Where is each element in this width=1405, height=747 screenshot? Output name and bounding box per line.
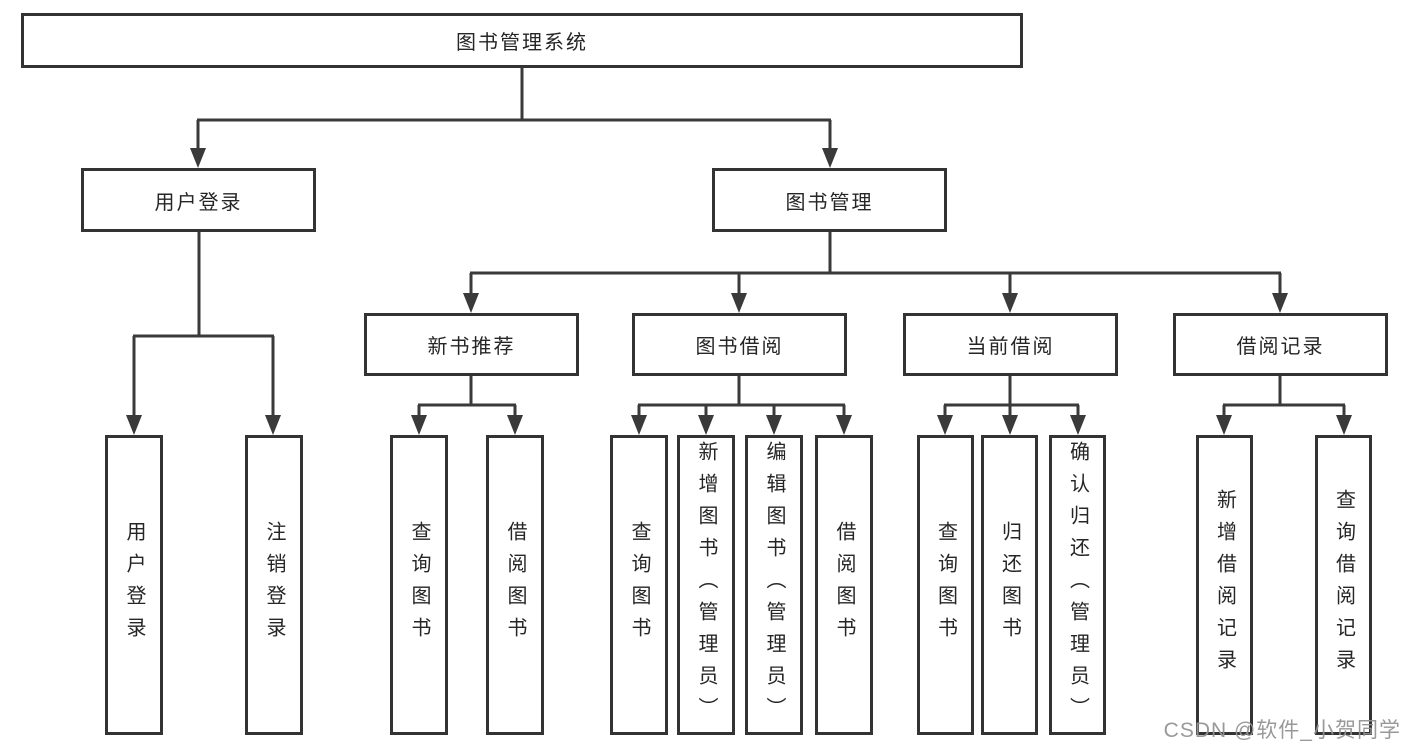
- leaf-borrow-books-label: 借阅图书: [833, 521, 855, 649]
- node-borrow-record-label: 借阅记录: [1236, 336, 1325, 358]
- leaf-confirm-return-admin-label: 确认归还（管理员）: [1066, 441, 1089, 729]
- leaf-user-login: 用户登录: [105, 435, 163, 735]
- connector-new-book-children: [417, 376, 517, 416]
- leaf-add-books-admin-label: 新增图书（管理员）: [695, 441, 717, 729]
- node-user-login: 用户登录: [81, 168, 316, 232]
- leaf-return-books: 归还图书: [981, 435, 1038, 735]
- leaf-add-borrow-record-label: 新增借阅记录: [1213, 489, 1236, 681]
- leaf-confirm-return-admin: 确认归还（管理员）: [1049, 435, 1106, 735]
- node-book-borrow: 图书借阅: [632, 313, 847, 376]
- connector-book-borrow-children: [637, 376, 846, 416]
- leaf-return-books-label: 归还图书: [998, 521, 1021, 649]
- node-new-book-recommend: 新书推荐: [364, 313, 579, 376]
- leaf-borrow-books: 借阅图书: [815, 435, 873, 735]
- leaf-logout-label: 注销登录: [263, 521, 285, 649]
- leaf-edit-books-admin: 编辑图书（管理员）: [745, 435, 803, 735]
- leaf-logout: 注销登录: [245, 435, 303, 735]
- leaf-newbook-query-books: 查询图书: [390, 435, 448, 735]
- node-current-borrow: 当前借阅: [903, 313, 1118, 376]
- leaf-current-query-books-label: 查询图书: [934, 521, 957, 649]
- connector-borrow-record-children: [1222, 376, 1346, 416]
- leaf-newbook-borrow-books-label: 借阅图书: [504, 521, 526, 649]
- node-book-borrow-label: 图书借阅: [695, 336, 784, 358]
- node-book-management-label: 图书管理: [785, 191, 874, 214]
- leaf-newbook-borrow-books: 借阅图书: [486, 435, 544, 735]
- leaf-user-login-label: 用户登录: [123, 521, 145, 649]
- node-user-login-label: 用户登录: [154, 191, 243, 214]
- node-current-borrow-label: 当前借阅: [966, 336, 1055, 358]
- node-new-book-recommend-label: 新书推荐: [427, 336, 516, 358]
- leaf-borrow-query-books-label: 查询图书: [628, 521, 650, 649]
- leaf-edit-books-admin-label: 编辑图书（管理员）: [763, 441, 785, 729]
- connector-book-management-children: [469, 232, 1282, 294]
- leaf-current-query-books: 查询图书: [917, 435, 974, 735]
- leaf-add-books-admin: 新增图书（管理员）: [677, 435, 735, 735]
- node-borrow-record: 借阅记录: [1173, 313, 1388, 376]
- csdn-watermark: CSDN @软件_小贺同学: [1163, 719, 1401, 742]
- leaf-newbook-query-books-label: 查询图书: [408, 521, 430, 649]
- node-book-management: 图书管理: [712, 168, 947, 232]
- leaf-borrow-query-books: 查询图书: [610, 435, 668, 735]
- connector-user-login-children: [132, 232, 275, 416]
- connector-root-to-level1: [196, 68, 832, 149]
- connector-current-borrow-children: [943, 376, 1080, 416]
- arrowheads: [126, 148, 1352, 435]
- leaf-add-borrow-record: 新增借阅记录: [1196, 435, 1253, 735]
- leaf-query-borrow-record: 查询借阅记录: [1315, 435, 1372, 735]
- leaf-query-borrow-record-label: 查询借阅记录: [1332, 489, 1355, 681]
- node-root-library-system: 图书管理系统: [21, 13, 1023, 68]
- node-root-label: 图书管理系统: [456, 32, 588, 54]
